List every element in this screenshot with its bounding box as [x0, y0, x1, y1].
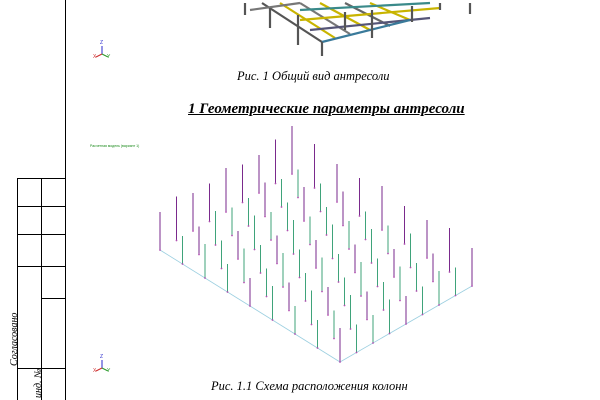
section-heading: 1 Геометрические параметры антресоли [188, 101, 465, 117]
page-frame-border [65, 0, 66, 400]
column-base-node [159, 249, 161, 251]
column-base-node [370, 262, 373, 264]
figure1-caption: Рис. 1 Общий вид антресоли [237, 69, 390, 83]
column-base-node [297, 196, 299, 199]
column-base-node [276, 262, 278, 265]
column-base-node [364, 238, 367, 241]
column-base-node [331, 257, 334, 260]
column-base-node [264, 215, 266, 218]
column-base-node [360, 295, 362, 297]
column-base-node [358, 215, 361, 217]
column-base-node [274, 182, 277, 185]
column-base-node [291, 173, 293, 175]
column-base-node [382, 309, 385, 311]
column-base-node [208, 220, 211, 223]
column-base-node [426, 257, 428, 259]
column-base-node [376, 285, 379, 288]
column-base-node [315, 267, 317, 269]
column-base-node [327, 314, 329, 316]
column-base-node [253, 248, 256, 251]
column-base-node [292, 253, 295, 255]
column-base-node [175, 239, 178, 242]
column-base-node [286, 229, 289, 232]
column-base-node [366, 318, 368, 321]
column-base-node [282, 286, 284, 288]
axis-label-y-1: Y [107, 54, 111, 60]
column-base-node [342, 224, 344, 227]
column-base-node [204, 277, 206, 279]
axis-label-x-2: X [93, 368, 97, 374]
axis-label-y-2: Y [107, 368, 111, 374]
column-base-node [354, 271, 356, 274]
column-base-node [421, 313, 424, 316]
column-base-node [388, 332, 391, 335]
column-base-node [471, 285, 473, 287]
column-base-node [438, 304, 440, 306]
column-base-node [432, 280, 434, 283]
column-base-node [339, 361, 341, 363]
column-base-node [321, 290, 323, 293]
column-base-node [198, 253, 200, 256]
column-base-node [337, 281, 340, 283]
column-base-node [309, 243, 311, 246]
axis-label-z-2: Z [100, 354, 104, 360]
column-base-node [343, 304, 346, 307]
column-base-node [280, 206, 283, 208]
column-base-node [241, 201, 244, 204]
column-base-node [220, 267, 223, 270]
column-base-node [181, 263, 184, 265]
column-base-node [303, 220, 305, 222]
column-base-node [403, 243, 406, 245]
column-base-node [325, 234, 328, 236]
column-base-node [237, 258, 239, 260]
column-base-node [313, 187, 316, 189]
axis-label-z-1: Z [100, 40, 104, 46]
column-base-node [288, 309, 290, 312]
column-base-node [399, 299, 401, 302]
column-base-node [249, 305, 251, 307]
column-base-node [310, 323, 313, 326]
axis-triad-icon [95, 46, 109, 58]
side-stamp-table [17, 178, 65, 400]
column-base-node [381, 229, 383, 231]
column-base-node [372, 342, 374, 344]
column-base-node [271, 319, 274, 321]
column-base-node [355, 351, 358, 354]
column-base-node [247, 225, 250, 227]
column-base-node [243, 281, 245, 284]
column-base-node [192, 230, 194, 232]
column-base-node [225, 211, 227, 213]
column-base-node [405, 323, 407, 325]
column-base-node [265, 295, 268, 298]
column-base-node [294, 333, 296, 335]
column-base-node [348, 248, 350, 250]
figure2-note: Расчетная модель (вариант 1) [90, 144, 140, 148]
column-base-node [454, 294, 457, 297]
column-base-node [270, 239, 272, 241]
column-base-node [304, 300, 307, 302]
column-base-node [316, 347, 319, 349]
column-base-node [409, 266, 412, 269]
column-base-node [387, 252, 389, 255]
column-base-node [319, 210, 322, 213]
column-base-node [226, 291, 229, 293]
column-base-node [415, 290, 418, 292]
column-base-node [258, 192, 260, 194]
axis-label-x-1: X [93, 54, 97, 60]
figure2-caption: Рис. 1.1 Схема расположения колонн [211, 379, 408, 393]
column-base-node [336, 201, 338, 203]
column-base-node [259, 272, 262, 274]
column-base-node [393, 276, 395, 278]
column-base-node [298, 276, 301, 279]
column-base-node [231, 234, 233, 237]
column-base-node [448, 271, 451, 273]
column-base-node [214, 244, 217, 246]
column-base-node [349, 328, 352, 330]
column-base-node [333, 337, 335, 340]
